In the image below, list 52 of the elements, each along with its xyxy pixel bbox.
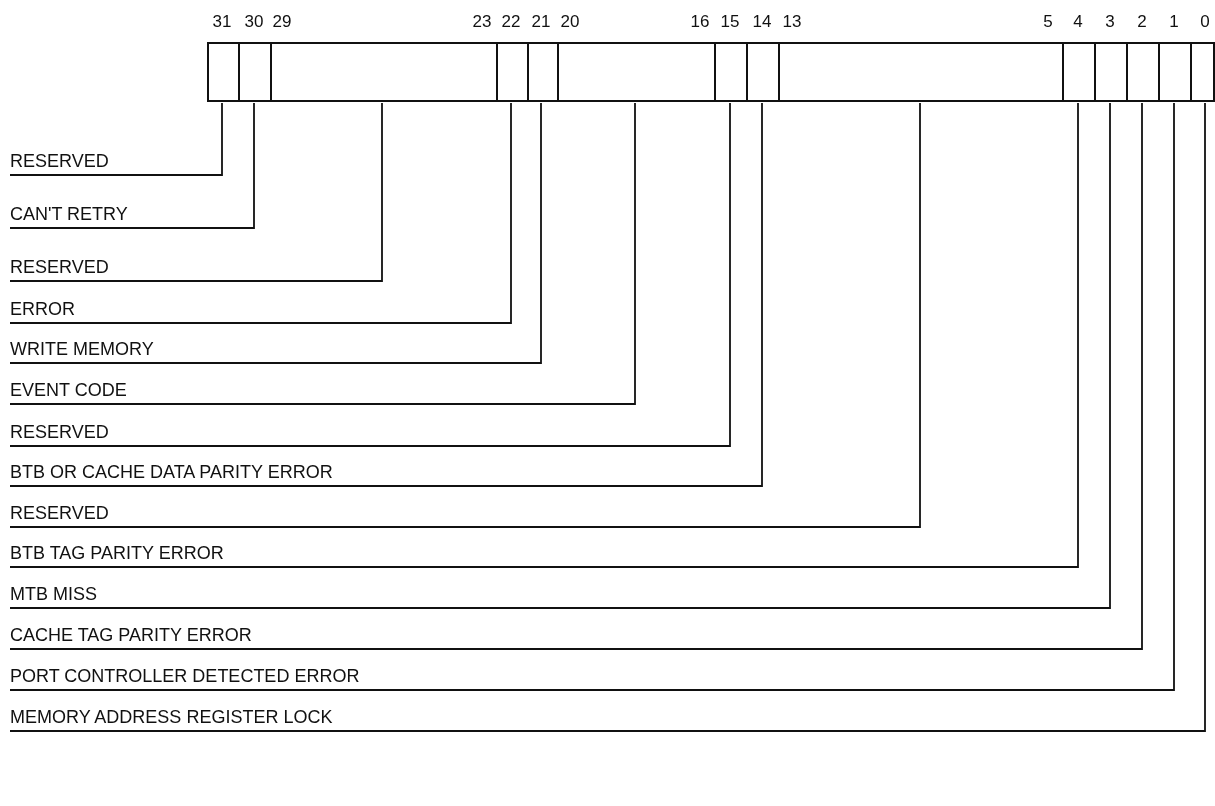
- bit-field: [1126, 42, 1160, 102]
- bit-number: 14: [752, 12, 772, 32]
- bit-number: 29: [272, 12, 292, 32]
- leader-line: [9, 102, 223, 176]
- bit-number: 3: [1105, 12, 1115, 32]
- bit-number: 21: [531, 12, 551, 32]
- bit-number: 31: [212, 12, 232, 32]
- field-label: BTB TAG PARITY ERROR: [10, 543, 224, 563]
- leader-line: [9, 102, 255, 229]
- bit-field: [1190, 42, 1215, 102]
- bit-number: 4: [1073, 12, 1083, 32]
- bit-field: [238, 42, 272, 102]
- bit-number: 15: [720, 12, 740, 32]
- bit-number: 16: [690, 12, 710, 32]
- field-label: CAN'T RETRY: [10, 204, 128, 224]
- bit-field: [714, 42, 748, 102]
- bit-field: [1094, 42, 1128, 102]
- bit-field: [207, 42, 240, 102]
- bit-field: [778, 42, 1064, 102]
- field-label: BTB OR CACHE DATA PARITY ERROR: [10, 462, 333, 482]
- field-label: RESERVED: [10, 257, 109, 277]
- bit-number: 5: [1043, 12, 1053, 32]
- leader-line: [9, 102, 542, 364]
- bit-number: 20: [560, 12, 580, 32]
- bit-number: 0: [1200, 12, 1210, 32]
- field-label: ERROR: [10, 299, 75, 319]
- bit-field: [557, 42, 716, 102]
- bit-number: 13: [782, 12, 802, 32]
- field-label: RESERVED: [10, 422, 109, 442]
- bit-number: 22: [501, 12, 521, 32]
- bit-number: 23: [472, 12, 492, 32]
- field-label: CACHE TAG PARITY ERROR: [10, 625, 252, 645]
- field-label: PORT CONTROLLER DETECTED ERROR: [10, 666, 360, 686]
- field-label: RESERVED: [10, 503, 109, 523]
- bit-number: 30: [244, 12, 264, 32]
- bit-field: [746, 42, 780, 102]
- bit-field: [496, 42, 529, 102]
- field-label: WRITE MEMORY: [10, 339, 154, 359]
- bit-field: [1158, 42, 1192, 102]
- bit-field: [270, 42, 498, 102]
- field-label: EVENT CODE: [10, 380, 127, 400]
- bit-field: [1062, 42, 1096, 102]
- field-label: RESERVED: [10, 151, 109, 171]
- bit-number: 1: [1169, 12, 1179, 32]
- field-label: MEMORY ADDRESS REGISTER LOCK: [10, 707, 333, 727]
- leader-line: [9, 102, 512, 324]
- bit-field: [527, 42, 559, 102]
- leader-line: [9, 102, 383, 282]
- leader-line: [9, 102, 636, 405]
- bit-number: 2: [1137, 12, 1147, 32]
- leader-line: [9, 102, 921, 528]
- field-label: MTB MISS: [10, 584, 97, 604]
